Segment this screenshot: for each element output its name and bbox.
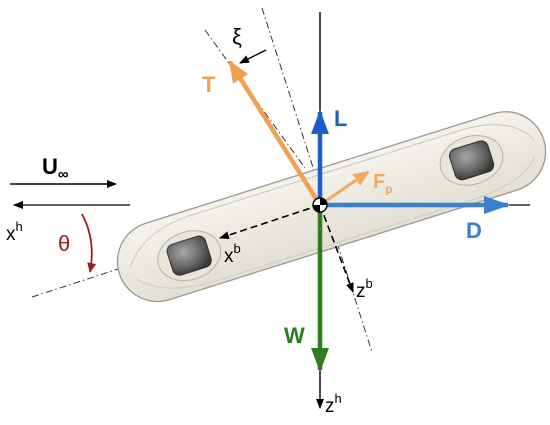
- thrust-arrow: [228, 60, 322, 207]
- right-thruster-icon: [448, 140, 495, 181]
- center-of-gravity-icon: [312, 197, 328, 213]
- theta-arrow: [81, 213, 97, 273]
- zb-label: zb: [356, 276, 373, 302]
- xi-label: ξ: [232, 24, 242, 49]
- xh-label: xh: [6, 219, 23, 245]
- zh-label: zh: [325, 391, 342, 417]
- theta-label: θ: [58, 231, 70, 256]
- pitch-force-arrow: [319, 170, 370, 207]
- weight-label: W: [284, 323, 305, 348]
- freestream-label: U∞: [42, 154, 69, 183]
- pitch-force-label: Fp: [373, 171, 393, 196]
- zb-axis-arrow: [319, 204, 354, 293]
- lift-label: L: [334, 106, 347, 131]
- thrust-label: T: [202, 72, 216, 97]
- xi-arrow: [239, 49, 267, 64]
- xb-label: xb: [224, 241, 241, 267]
- left-thruster-icon: [166, 235, 212, 276]
- drag-label: D: [466, 218, 482, 243]
- xb-axis-arrow: [219, 204, 321, 239]
